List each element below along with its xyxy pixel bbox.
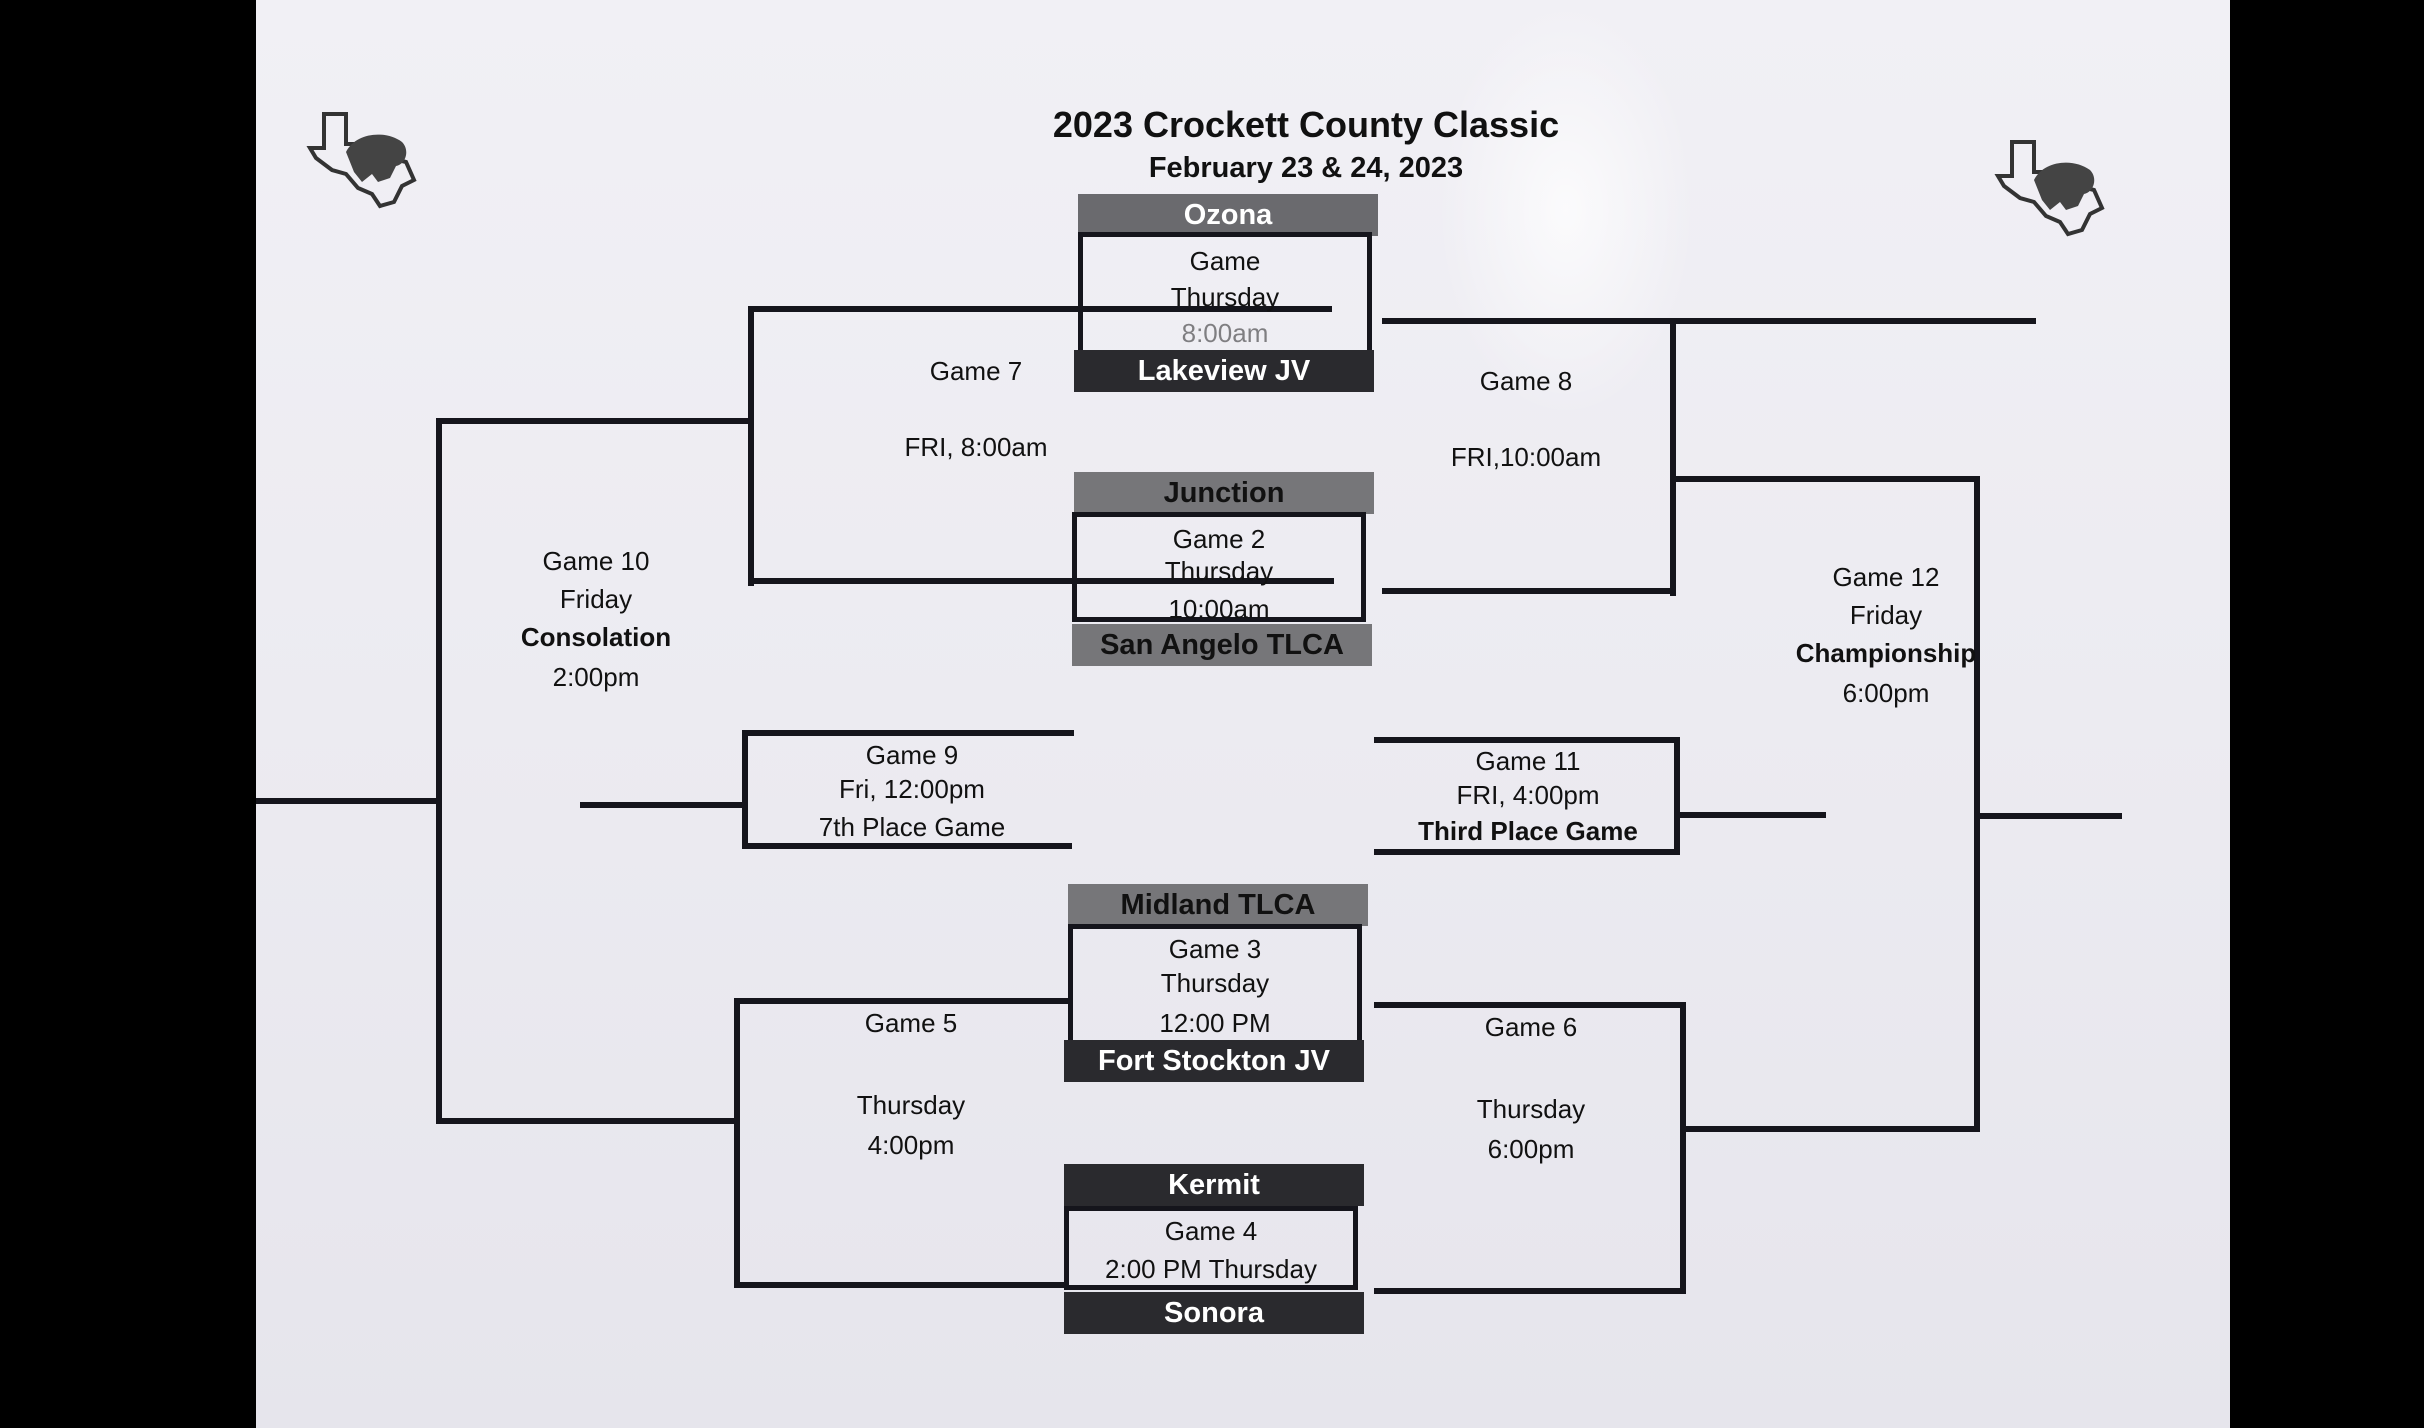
game-11-time: FRI, 4:00pm [1456, 780, 1600, 810]
game-10-day: Friday [559, 584, 633, 614]
game-12-time: 6:00pm [1842, 678, 1930, 708]
game-12-desc: Championship [1795, 638, 1977, 668]
game-2-label: Game 2 [1172, 524, 1266, 554]
game-6-label: Game 6 [1484, 1012, 1578, 1042]
game-9-label: Game 9 [865, 740, 959, 770]
game-4-box [1064, 1206, 1358, 1290]
game-4-label: Game 4 [1164, 1216, 1258, 1246]
game-3-time: 12:00 PM [1159, 1008, 1271, 1038]
game-11-label: Game 11 [1475, 746, 1581, 776]
team-sonora: Sonora [1064, 1292, 1364, 1334]
game-7-label: Game 7 [929, 356, 1023, 386]
game-2-box [1072, 512, 1366, 622]
photo-glare [1436, 0, 1696, 420]
texas-lion-logo-icon [1994, 140, 2105, 237]
game-5-day: Thursday [856, 1090, 966, 1120]
team-midland-tlca: Midland TLCA [1068, 884, 1368, 926]
game-8-label: Game 8 [1479, 366, 1573, 396]
game-9-desc: 7th Place Game [818, 812, 1006, 842]
game-7-time: FRI, 8:00am [904, 432, 1048, 462]
game-1-time: 8:00am [1181, 318, 1269, 348]
game-2-time: 10:00am [1168, 594, 1270, 624]
game-5-label: Game 5 [864, 1008, 958, 1038]
game-2-day: Thursday [1164, 556, 1274, 586]
game-10-desc: Consolation [520, 622, 672, 652]
game-10-time: 2:00pm [552, 662, 640, 692]
game-1-day: Thursday [1170, 282, 1280, 312]
texas-lion-logo-icon [306, 112, 417, 209]
game-1-label: Game [1189, 246, 1261, 276]
page-subtitle: February 23 & 24, 2023 [1148, 152, 1464, 184]
game-6-day: Thursday [1476, 1094, 1586, 1124]
game-3-label: Game 3 [1168, 934, 1262, 964]
team-kermit: Kermit [1064, 1164, 1364, 1206]
game-5-time: 4:00pm [867, 1130, 955, 1160]
game-11-desc: Third Place Game [1418, 816, 1638, 846]
team-junction: Junction [1074, 472, 1374, 514]
game-12-day: Friday [1849, 600, 1923, 630]
game-4-time: 2:00 PM Thursday [1105, 1254, 1317, 1284]
team-san-angelo-tlca: San Angelo TLCA [1072, 624, 1372, 666]
bracket-sheet: 2023 Crockett County Classic February 23… [256, 0, 2230, 1428]
game-8-time: FRI,10:00am [1450, 442, 1602, 472]
game-10-label: Game 10 [542, 546, 650, 576]
team-ozona: Ozona [1078, 194, 1378, 236]
game-6-time: 6:00pm [1487, 1134, 1575, 1164]
game-12-label: Game 12 [1832, 562, 1940, 592]
game-9-time: Fri, 12:00pm [839, 774, 985, 804]
page-title: 2023 Crockett County Classic [1052, 104, 1560, 145]
game-3-day: Thursday [1160, 968, 1270, 998]
team-lakeview-jv: Lakeview JV [1074, 350, 1374, 392]
team-fort-stockton-jv: Fort Stockton JV [1064, 1040, 1364, 1082]
